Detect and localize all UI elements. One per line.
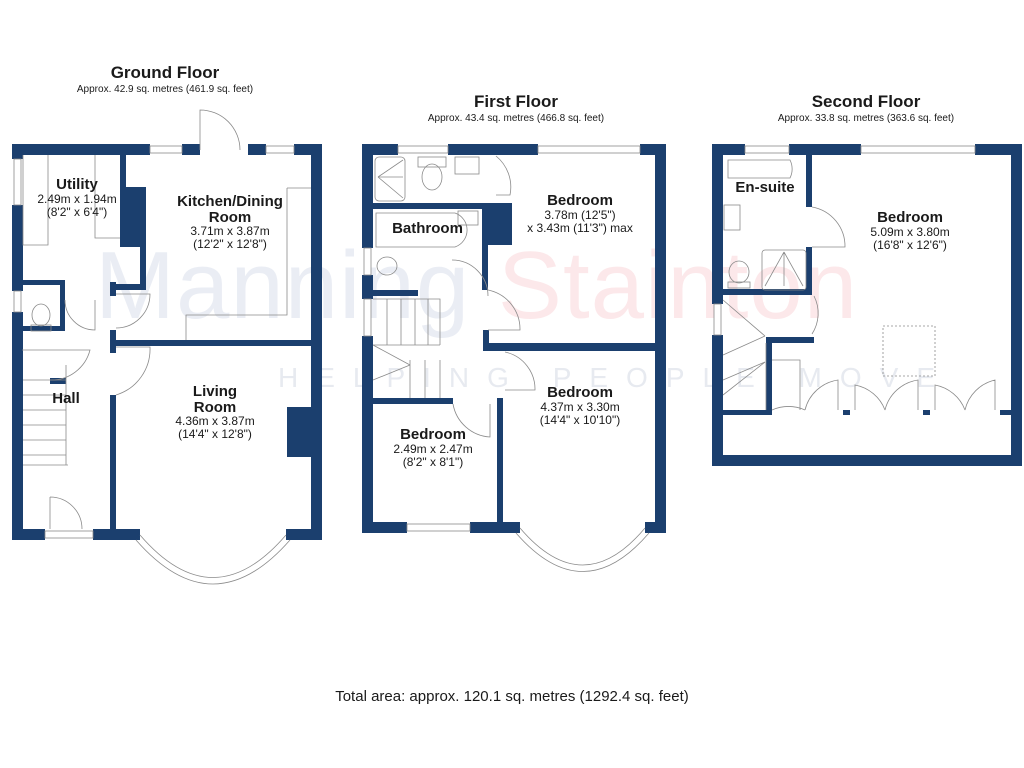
room-kitchen-name-1: Kitchen/Dining (177, 193, 283, 210)
watermark-brand-part1: Manning (95, 232, 471, 339)
room-bedroom2-dim-m: 2.49m x 2.47m (393, 442, 473, 456)
room-master-bedroom-name: Bedroom (877, 209, 943, 226)
room-bedroom1-dim-ft: x 3.43m (11'3") max (527, 221, 633, 235)
room-living-dim-ft: (14'4" x 12'8") (178, 427, 252, 441)
watermark-brand-part2: Stainton (497, 232, 859, 339)
room-bedroom2-name: Bedroom (400, 426, 466, 443)
total-area: Total area: approx. 120.1 sq. metres (12… (335, 688, 689, 705)
ground-floor-area: Approx. 42.9 sq. metres (461.9 sq. feet) (76, 84, 254, 95)
room-bedroom3-dim-m: 4.37m x 3.30m (540, 400, 620, 414)
room-hall-name: Hall (52, 390, 80, 407)
fixtures-and-doors (22, 109, 996, 585)
room-kitchen-name-2: Room (208, 209, 252, 226)
second-floor-area: Approx. 33.8 sq. metres (363.6 sq. feet) (777, 113, 955, 124)
room-utility-name: Utility (56, 176, 98, 193)
room-living-name-2: Room (193, 399, 237, 416)
watermark-tagline: HELPING PEOPLE MOVE (278, 362, 953, 393)
room-ensuite-name: En-suite (735, 179, 795, 196)
room-bedroom3-dim-ft: (14'4" x 10'10") (539, 413, 621, 427)
room-bedroom3-name: Bedroom (547, 384, 613, 401)
room-master-bedroom-dim-ft: (16'8" x 12'6") (873, 238, 947, 252)
first-floor-title: First Floor (473, 92, 559, 111)
room-utility-dim-ft: (8'2" x 6'4") (46, 205, 108, 219)
room-kitchen-dim-ft: (12'2" x 12'8") (193, 237, 267, 251)
room-bedroom1-dim-m: 3.78m (12'5") (544, 208, 616, 222)
watermark-brand: Manning Stainton (95, 238, 858, 334)
walls (12, 144, 1022, 540)
room-bedroom2-dim-ft: (8'2" x 8'1") (402, 455, 464, 469)
room-utility-dim-m: 2.49m x 1.94m (37, 192, 117, 206)
second-floor-title: Second Floor (811, 92, 921, 111)
room-living-name-1: Living (192, 383, 238, 400)
room-bedroom1-name: Bedroom (547, 192, 613, 209)
room-master-bedroom-dim-m: 5.09m x 3.80m (870, 225, 950, 239)
room-kitchen-dim-m: 3.71m x 3.87m (190, 224, 270, 238)
room-living-dim-m: 4.36m x 3.87m (175, 414, 255, 428)
room-bathroom-name: Bathroom (392, 220, 463, 237)
first-floor-area: Approx. 43.4 sq. metres (466.8 sq. feet) (427, 113, 605, 124)
ground-floor-title: Ground Floor (110, 63, 220, 82)
windows (13, 145, 976, 539)
